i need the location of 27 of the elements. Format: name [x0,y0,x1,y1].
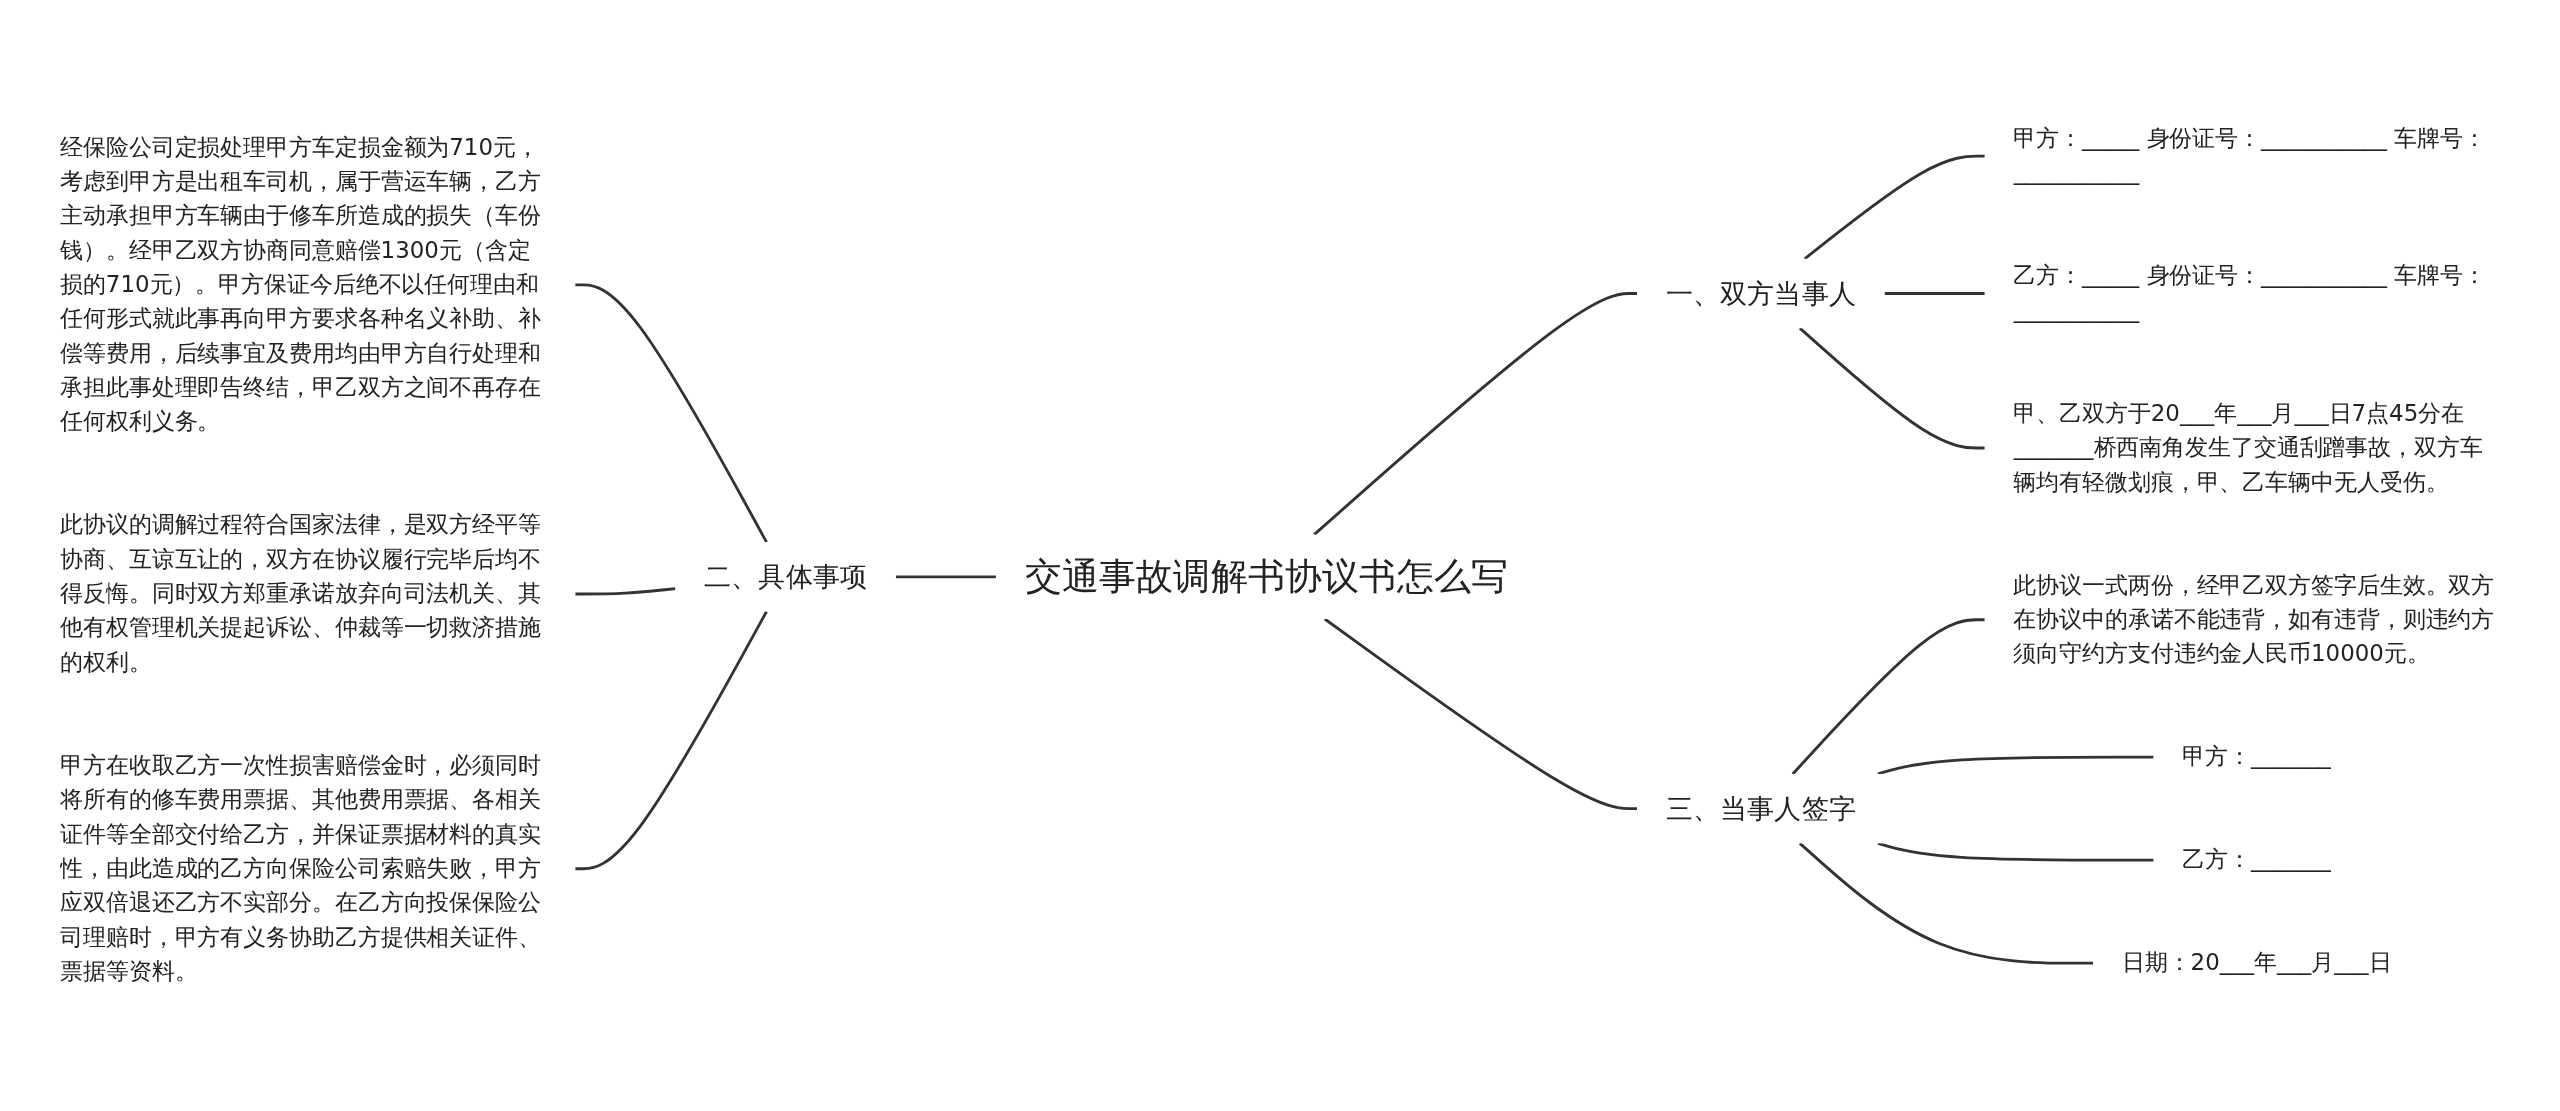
connector [1877,755,2154,776]
node-text: 交通事故调解书协议书怎么写 [1024,554,1509,598]
connector [1803,154,1985,261]
node-text: 一、双方当事人 [1665,277,1856,309]
node-text: 此协议一式两份，经甲乙双方签字后生效。双方在协议中的承诺不能违背，如有违背，则违约方须向守约方支付违约金人民币10000元。 [2013,571,2495,668]
node-text: 此协议的调解过程符合国家法律，是双方经平等协商、互谅互让的，双方在协议履行完毕后均不得反悔。同时双方郑重承诺放弃向司法机关、其他有权管理机关提起诉讼、仲裁等一切救济措施的权利。 [60,511,541,676]
connector [1884,292,1985,296]
node-text: 甲方：_______ [2182,742,2332,771]
node-text: 经保险公司定损处理甲方车定损金额为710元，考虑到甲方是出租车司机，属于营运车辆，乙方主动承担甲方车辆由于修车所造成的损失（车份钱）。经甲乙双方协商同意赔偿1300元（含定损的710元）。甲方保证今后绝不以任何理由和任何形式就此事再向甲方要求各种名义补助、补偿等费用，后续事宜及费用均由甲方自行处理和承担此事处理即告终结，甲乙双方之间不再存在任何权利义务。 [60,133,541,436]
connector [1798,327,1985,450]
node-text: 乙方：_____ 身份证号：___________ 车牌号：___________ [2013,262,2486,324]
node-text: 甲、乙双方于20___年___月___日7点45分在_______桥西南角发生了交通刮蹭事故，双方车辆均有轻微划痕，甲、乙车辆中无人受伤。 [2013,399,2483,496]
node-text: 日期：20___年___月___日 [2121,949,2392,977]
connector [1798,842,2094,965]
connector [895,575,996,579]
node-text: 三、当事人签字 [1665,792,1856,825]
connector [1791,618,1985,776]
connector [575,610,768,871]
node-text: 甲方：_____ 身份证号：___________ 车牌号：___________ [2013,124,2486,187]
node-text: 乙方：_______ [2182,845,2332,874]
connector [575,283,768,543]
node-text: 二、具体事项 [704,560,868,593]
connector [1877,842,2154,862]
connector [1323,618,1638,811]
connector [575,587,676,596]
connector [1313,292,1638,536]
node-text: 甲方在收取乙方一次性损害赔偿金时，必须同时将所有的修车费用票据、其他费用票据、各相关证件等全部交付给乙方，并保证票据材料的真实性，由此造成的乙方向保险公司索赔失败，甲方应双倍退还乙方不实部分。在乙方向投保保险公司理赔时，甲方有义务协助乙方提供相关证件、票据等资料。 [60,751,541,985]
